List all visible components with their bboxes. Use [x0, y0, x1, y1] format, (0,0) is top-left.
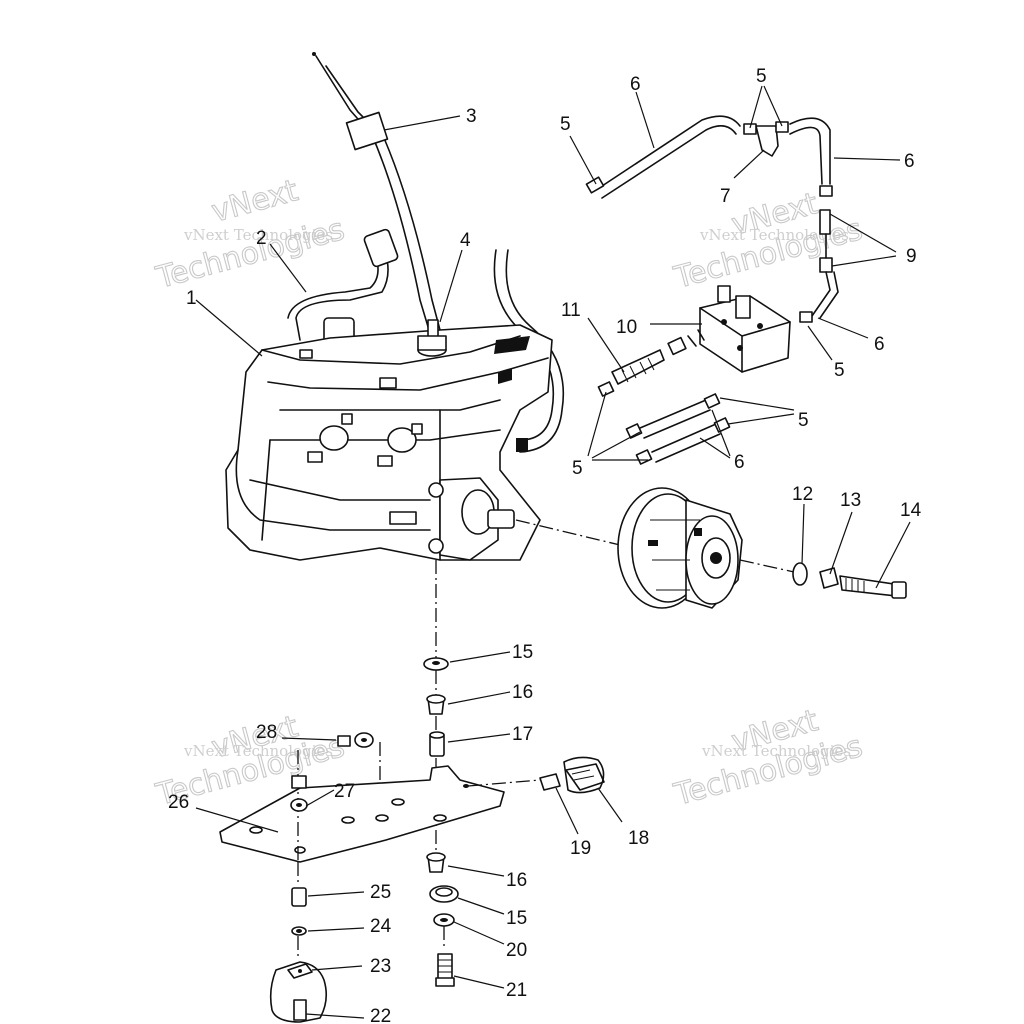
callout-5: 5 — [834, 360, 845, 381]
leader-lines — [195, 85, 911, 1019]
bolt-22 — [293, 999, 307, 1021]
callout-1: 1 — [186, 288, 197, 309]
lockwasher-13 — [819, 567, 839, 589]
callout-5: 5 — [756, 66, 767, 87]
callout-18: 18 — [628, 828, 649, 849]
callout-labels: 1 2 3 4 5 6 5 6 7 9 10 11 6 5 5 5 6 12 1… — [168, 66, 922, 1024]
fuel-fitting-9 — [819, 257, 833, 273]
hose-clamp — [799, 311, 813, 323]
callout-14: 14 — [900, 500, 922, 521]
callout-27: 27 — [334, 781, 355, 802]
watermark-top-right: vNext vNext Technologies Technologies — [669, 186, 866, 297]
watermark-bottom-left: vNext vNext Technologies Technologies — [151, 709, 348, 814]
watermark-company: vNext Technologies — [701, 742, 851, 760]
callout-28: 28 — [256, 722, 277, 743]
callout-5: 5 — [798, 410, 809, 431]
callout-5: 5 — [560, 114, 571, 135]
callout-11: 11 — [561, 300, 581, 321]
callout-26: 26 — [168, 792, 189, 813]
fuel-system — [585, 115, 839, 465]
callout-21: 21 — [506, 980, 527, 1001]
hose-clamp — [713, 417, 731, 433]
nut-28 — [337, 735, 351, 747]
callout-6: 6 — [874, 334, 885, 355]
engine-mount-hardware — [423, 560, 459, 987]
fuel-fitting-9 — [819, 209, 831, 235]
callout-15: 15 — [512, 642, 533, 663]
pulse-hose-6 — [651, 423, 721, 463]
fuel-fitting-11 — [611, 349, 665, 385]
engine-assembly — [225, 52, 565, 561]
spacer-19 — [539, 773, 561, 791]
callout-6: 6 — [904, 151, 915, 172]
washer-12 — [792, 562, 808, 586]
mount-plate-26 — [219, 732, 605, 1023]
callout-23: 23 — [370, 956, 391, 977]
callout-20: 20 — [506, 940, 527, 961]
callout-3: 3 — [466, 106, 477, 127]
pulse-hose-6 — [639, 399, 711, 439]
watermark-logo-bottom: Technologies — [152, 212, 348, 296]
callout-12: 12 — [792, 484, 813, 505]
callout-7: 7 — [720, 186, 731, 207]
spark-plug-cap — [363, 228, 399, 268]
callout-16: 16 — [512, 682, 533, 703]
drive-clutch — [515, 487, 907, 609]
watermark-company: vNext Technologies — [699, 226, 849, 244]
callout-25: 25 — [370, 882, 391, 903]
callout-9: 9 — [906, 246, 917, 267]
callout-2: 2 — [256, 228, 267, 249]
callout-22: 22 — [370, 1006, 391, 1024]
fuel-hose-6 — [811, 271, 831, 317]
hose-clamp — [635, 449, 653, 465]
tee-fitting-7 — [755, 125, 779, 157]
callout-24: 24 — [370, 916, 392, 937]
cable-adjuster — [345, 111, 389, 151]
callout-5: 5 — [572, 458, 583, 479]
throttle-cable — [315, 55, 433, 341]
callout-6: 6 — [630, 74, 641, 95]
callout-15: 15 — [506, 908, 527, 929]
callout-13: 13 — [840, 490, 861, 511]
watermark-logo-top: vNext — [208, 173, 302, 230]
callout-16: 16 — [506, 870, 527, 891]
hose-clamp — [703, 393, 721, 409]
callout-17: 17 — [512, 724, 533, 745]
watermark-bottom-right: vNext vNext Technologies Technologies — [669, 703, 866, 814]
callout-4: 4 — [460, 230, 471, 251]
callout-10: 10 — [616, 317, 637, 338]
hose-clamp — [743, 123, 757, 135]
hose-clamp — [597, 381, 615, 397]
hose-clamp — [585, 176, 605, 194]
watermark-company: vNext Technologies — [183, 226, 333, 244]
hose-clamp — [625, 423, 643, 439]
watermark-company: vNext Technologies — [183, 742, 333, 760]
bolt-14 — [839, 575, 897, 597]
callout-6: 6 — [734, 452, 745, 473]
hose-clamp — [819, 185, 833, 197]
mount-plate — [219, 765, 505, 863]
watermark-top-left: vNext vNext Technologies Technologies — [151, 173, 348, 297]
nut-28 — [291, 775, 307, 789]
fuel-hose-6 — [789, 117, 831, 185]
rubber-mount-18 — [565, 763, 605, 791]
callout-19: 19 — [570, 838, 591, 859]
spacer-25 — [291, 887, 307, 907]
fuel-hose-6 — [595, 115, 741, 191]
crankshaft-end — [487, 509, 515, 529]
hose-clamp — [775, 121, 789, 133]
